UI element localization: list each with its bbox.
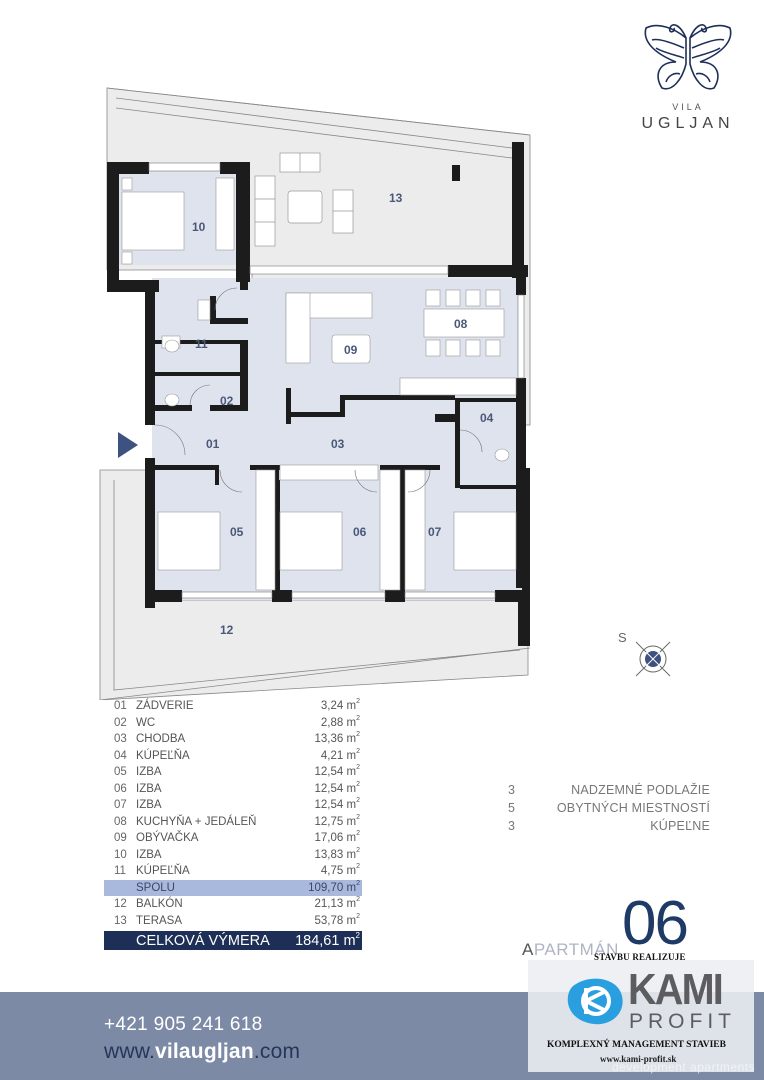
vila-ugljan-logo: VILA UGLJAN (628, 18, 748, 138)
builder-panel (528, 960, 754, 1072)
builder-name-bottom: PROFIT (629, 1010, 736, 1033)
phone-number[interactable]: +421 905 241 618 (104, 1014, 263, 1035)
logo-ugljan-text: UGLJAN (641, 115, 735, 132)
apartment-number: 06 (622, 889, 689, 958)
room-label-02: 02 (220, 394, 234, 408)
apartment-word: APARTMÁN (522, 940, 619, 959)
builder-website-link[interactable]: www.kami-profit.sk (600, 1054, 677, 1064)
entrance-arrow-icon (118, 432, 138, 458)
room-label-05: 05 (230, 525, 244, 539)
logo-vila-text: VILA (672, 102, 704, 112)
builder-name-top: KAMI (628, 965, 724, 1014)
room-label-12: 12 (220, 623, 234, 637)
room-label-01: 01 (206, 437, 220, 451)
builder-heading: STAVBU REALIZUJE (594, 952, 686, 962)
room-label-07: 07 (428, 525, 442, 539)
butterfly-icon (644, 24, 732, 90)
room-label-13: 13 (389, 191, 403, 205)
room-label-09: 09 (344, 343, 358, 357)
room-label-08: 08 (454, 317, 468, 331)
compass-label: S (618, 630, 627, 645)
floor-plan: 01 02 03 04 05 06 07 08 09 10 11 12 13 S (99, 87, 671, 700)
ghost-text: development apartments (612, 1060, 756, 1074)
room-label-10: 10 (192, 220, 206, 234)
room-label-03: 03 (331, 437, 345, 451)
room-label-04: 04 (480, 411, 494, 425)
room-label-06: 06 (353, 525, 367, 539)
compass-icon (635, 641, 671, 677)
room-label-11: 11 (195, 337, 208, 351)
kami-profit-logo-icon (567, 978, 623, 1025)
builder-tagline: KOMPLEXNÝ MANAGEMENT STAVIEB (547, 1040, 726, 1050)
floor-plan-drawing (99, 87, 531, 700)
website-link[interactable]: www.vilaugljan.com (104, 1040, 301, 1063)
